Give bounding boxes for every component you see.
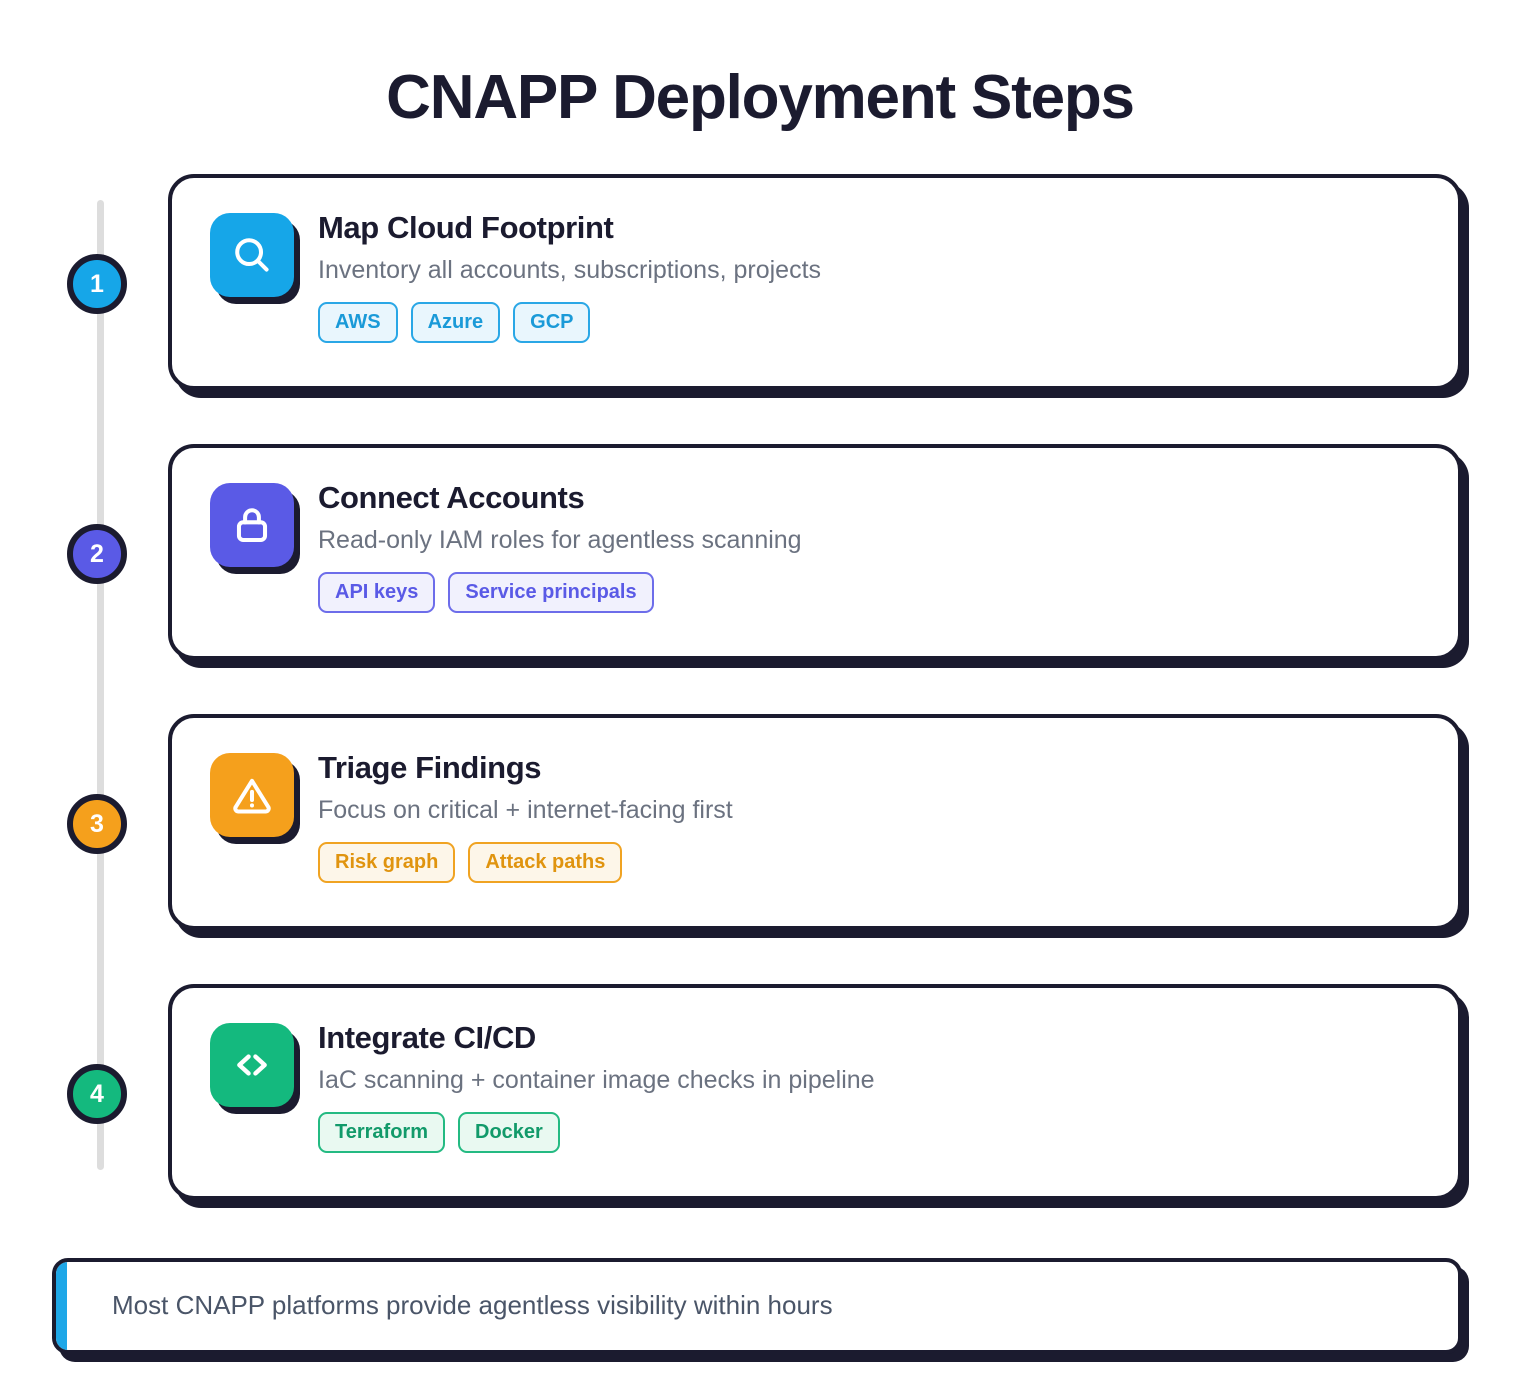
- step-description-4: IaC scanning + container image checks in…: [318, 1065, 875, 1094]
- timeline-rail: [97, 200, 104, 1170]
- page-title: CNAPP Deployment Steps: [386, 63, 1135, 132]
- step-description-3: Focus on critical + internet-facing firs…: [318, 795, 733, 824]
- step-title-3: Triage Findings: [318, 750, 542, 785]
- step-icon-tile-2: [210, 483, 294, 567]
- tag-attack-paths[interactable]: Attack paths: [468, 841, 623, 883]
- step-item: 2 Connect Accounts Read-only IAM roles f…: [0, 440, 1520, 710]
- step-number-3: 3: [90, 809, 104, 838]
- step-tags-3: Risk graph Attack paths: [318, 841, 1434, 883]
- step-number-1: 1: [90, 269, 104, 298]
- step-icon-tile-1: [210, 213, 294, 297]
- tag-azure[interactable]: Azure: [410, 301, 501, 343]
- step-card-2[interactable]: Connect Accounts Read-only IAM roles for…: [168, 444, 1462, 660]
- lock-icon: [229, 502, 275, 548]
- tag-gcp[interactable]: GCP: [513, 301, 591, 343]
- footer-accent-bar: [56, 1262, 67, 1350]
- tag-docker[interactable]: Docker: [458, 1111, 560, 1153]
- step-description-2: Read-only IAM roles for agentless scanni…: [318, 525, 802, 554]
- warning-icon: [229, 772, 275, 818]
- tag-service-principals[interactable]: Service principals: [448, 571, 654, 613]
- step-number-badge-2: 2: [67, 524, 127, 584]
- step-number-badge-1: 1: [67, 254, 127, 314]
- tag-api-keys[interactable]: API keys: [318, 571, 436, 613]
- step-number-badge-4: 4: [67, 1064, 127, 1124]
- step-tags-4: Terraform Docker: [318, 1111, 1434, 1153]
- step-title-1: Map Cloud Footprint: [318, 210, 614, 245]
- footer-note-text: Most CNAPP platforms provide agentless v…: [112, 1290, 833, 1321]
- step-number-badge-3: 3: [67, 794, 127, 854]
- step-number-4: 4: [90, 1079, 104, 1108]
- step-icon-tile-3: [210, 753, 294, 837]
- step-tags-1: AWS Azure GCP: [318, 301, 1434, 343]
- tag-terraform[interactable]: Terraform: [318, 1111, 445, 1153]
- step-card-3[interactable]: Triage Findings Focus on critical + inte…: [168, 714, 1462, 930]
- search-icon: [229, 232, 275, 278]
- step-card-4[interactable]: Integrate CI/CD IaC scanning + container…: [168, 984, 1462, 1200]
- step-description-1: Inventory all accounts, subscriptions, p…: [318, 255, 822, 284]
- steps-list: 1 Map Cloud Footprint Inventory all acco…: [0, 170, 1520, 1250]
- step-title-4: Integrate CI/CD: [318, 1020, 536, 1055]
- tag-aws[interactable]: AWS: [318, 301, 398, 343]
- step-card-1[interactable]: Map Cloud Footprint Inventory all accoun…: [168, 174, 1462, 390]
- tag-risk-graph[interactable]: Risk graph: [318, 841, 456, 883]
- step-tags-2: API keys Service principals: [318, 571, 1434, 613]
- footer-callout: Most CNAPP platforms provide agentless v…: [52, 1258, 1462, 1354]
- step-icon-tile-4: [210, 1023, 294, 1107]
- step-number-2: 2: [90, 539, 104, 568]
- step-title-2: Connect Accounts: [318, 480, 585, 515]
- step-item: 4 Integrate CI/CD IaC scanning + contain…: [0, 980, 1520, 1250]
- step-item: 3 Triage Findings Focus on critical + in…: [0, 710, 1520, 980]
- code-icon: [229, 1042, 275, 1088]
- step-item: 1 Map Cloud Footprint Inventory all acco…: [0, 170, 1520, 440]
